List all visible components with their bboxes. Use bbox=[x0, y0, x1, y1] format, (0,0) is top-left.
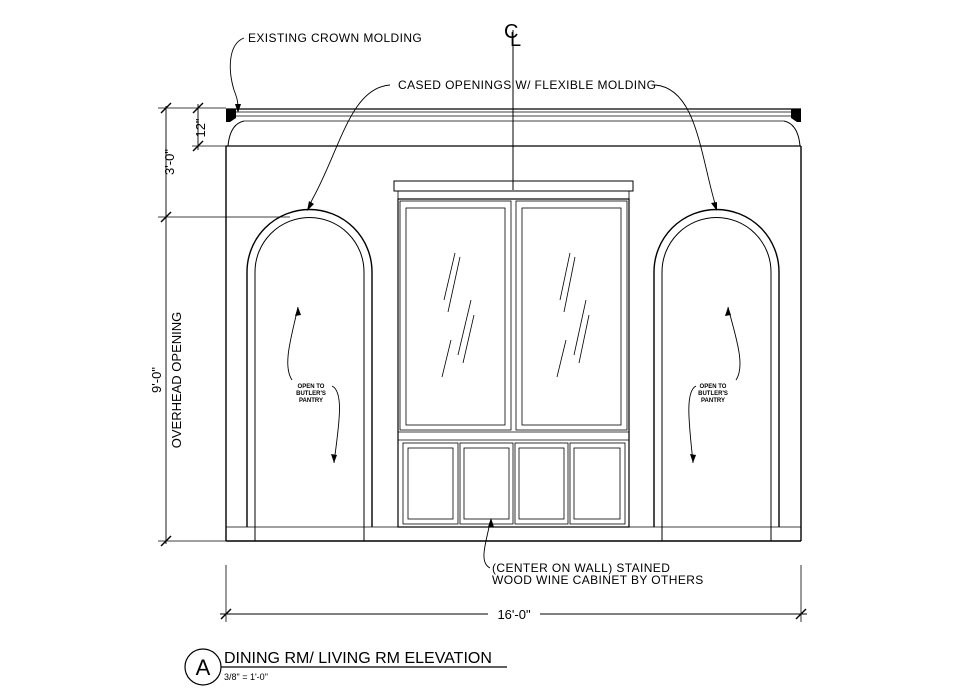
wall bbox=[225, 146, 802, 542]
opening-label-line: PANTRY bbox=[299, 398, 323, 404]
wall-width-dim: 16'-0" bbox=[497, 607, 531, 622]
above-opening-dim: 3'-0" bbox=[162, 149, 177, 175]
opening-label-line: BUTLER'S bbox=[698, 391, 728, 397]
glass-reflection-right bbox=[556, 252, 590, 378]
svg-text:C: C bbox=[504, 21, 518, 43]
svg-text:L: L bbox=[510, 29, 521, 51]
centerline: C L bbox=[504, 21, 521, 190]
horizontal-dimension: 16'-0" bbox=[220, 565, 807, 622]
crown-molding-note: EXISTING CROWN MOLDING bbox=[248, 31, 422, 45]
title-marker: A bbox=[196, 655, 211, 680]
cabinet-note-line1: (CENTER ON WALL) STAINED bbox=[492, 561, 670, 575]
left-arched-opening bbox=[246, 208, 373, 541]
opening-height-dim: 9'-0" bbox=[149, 367, 164, 393]
cased-openings-note: CASED OPENINGS W/ FLEXIBLE MOLDING bbox=[398, 78, 656, 92]
cabinet-callout: (CENTER ON WALL) STAINED WOOD WINE CABIN… bbox=[483, 518, 704, 587]
drawing-title: DINING RM/ LIVING RM ELEVATION bbox=[224, 650, 492, 667]
glass-reflection-left bbox=[441, 252, 475, 378]
opening-caption: OVERHEAD OPENING bbox=[169, 312, 184, 449]
crown-molding-callout: EXISTING CROWN MOLDING bbox=[229, 31, 422, 113]
cabinet-note-line2: WOOD WINE CABINET BY OTHERS bbox=[492, 573, 704, 587]
opening-label-line: OPEN TO bbox=[298, 384, 325, 390]
title-block: A DINING RM/ LIVING RM ELEVATION 3/8" = … bbox=[184, 648, 507, 686]
crown-height-dim: 12" bbox=[193, 118, 208, 137]
opening-label-line: BUTLER'S bbox=[296, 391, 326, 397]
opening-label-line: OPEN TO bbox=[700, 384, 727, 390]
drawing-scale: 3/8" = 1'-0" bbox=[224, 672, 268, 682]
opening-label-left: OPEN TO BUTLER'S PANTRY bbox=[296, 384, 326, 404]
cased-openings-callout: CASED OPENINGS W/ FLEXIBLE MOLDING bbox=[307, 78, 717, 211]
opening-label-right: OPEN TO BUTLER'S PANTRY bbox=[698, 384, 728, 404]
vertical-dimensions: 12" 3'-0" 9'-0" OVERHEAD OPENING bbox=[149, 102, 290, 547]
wine-cabinet bbox=[393, 180, 634, 528]
opening-label-line: PANTRY bbox=[701, 398, 725, 404]
right-arched-opening bbox=[653, 208, 780, 541]
